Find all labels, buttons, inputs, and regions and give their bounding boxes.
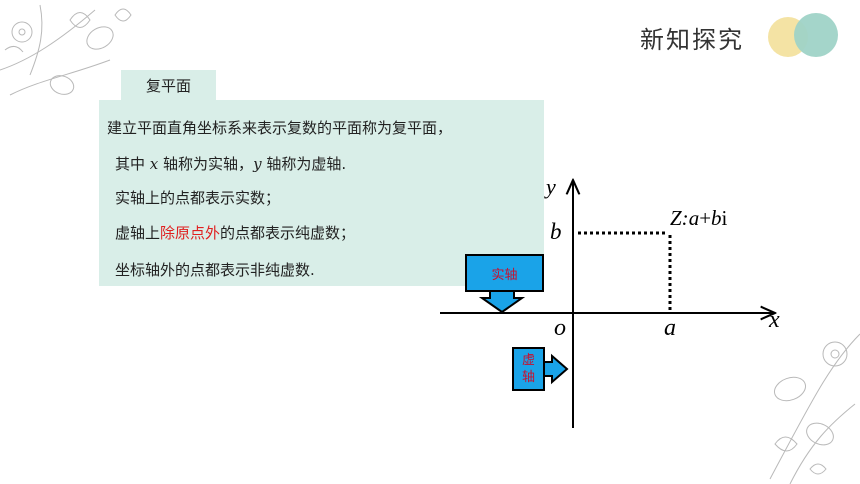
imag-axis-callout-label: 虚 轴 [513, 352, 544, 386]
line2-y: y [253, 155, 262, 173]
line2-prefix: 其中 [115, 155, 146, 173]
real-axis-callout-label: 实轴 [491, 268, 518, 283]
imag-axis-callout-char-1: 虚 [521, 353, 535, 368]
a-tick-label: a [664, 315, 676, 341]
content-line-1: 建立平面直角坐标系来表示复数的平面称为复平面， [107, 119, 453, 137]
y-axis-label: y [546, 174, 556, 199]
content-line-4: 虚轴上除原点外的点都表示纯虚数； [115, 222, 355, 243]
line4-highlight: 除原点外 [160, 224, 221, 242]
point-a: a [688, 206, 700, 230]
content-line-5: 坐标轴外的点都表示非纯虚数. [115, 261, 315, 279]
b-tick-label: b [550, 219, 562, 244]
point-prefix: Z: [670, 206, 689, 230]
x-axis-label: x [769, 307, 780, 333]
line2-mid: 轴称为实轴， [163, 155, 254, 173]
content-line-3: 实轴上的点都表示实数； [115, 189, 281, 207]
line4-before: 虚轴上 [115, 224, 161, 242]
imag-axis-callout-arrow [543, 353, 569, 385]
header-title: 新知探究 [640, 26, 744, 54]
origin-label: o [554, 315, 566, 341]
point-b: b [711, 206, 722, 230]
point-plus: + [699, 206, 712, 230]
content-line-2: 其中 x 轴称为实轴，y 轴称为虚轴. [115, 153, 346, 174]
point-z-label: Z:a+bi [670, 206, 727, 231]
floral-decoration-bottom-right [769, 333, 860, 484]
imag-axis-callout-box [512, 347, 545, 391]
real-axis-callout-box [465, 254, 544, 292]
line4-after: 的点都表示纯虚数； [220, 224, 356, 242]
decorative-teal-circle [794, 13, 838, 57]
line2-suffix: 轴称为虚轴. [266, 155, 347, 173]
point-i: i [721, 206, 728, 230]
line2-x: x [149, 155, 159, 173]
imag-axis-callout-char-2: 轴 [521, 370, 535, 385]
section-tab: 复平面 [121, 70, 216, 100]
real-axis-callout-arrow [478, 290, 526, 314]
floral-decoration-top-left [0, 4, 132, 96]
